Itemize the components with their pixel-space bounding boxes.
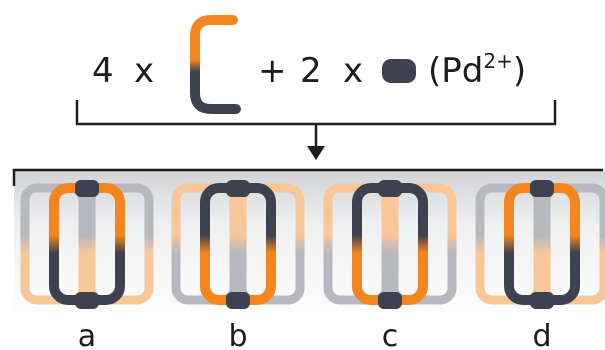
times-sign-1: x — [134, 51, 154, 91]
palladium-node-icon — [382, 59, 416, 83]
palladium-node-bottom — [530, 292, 554, 309]
palladium-node-bottom — [226, 292, 250, 309]
palladium-node-top — [226, 180, 250, 197]
metal-coefficient: 2 — [300, 51, 322, 91]
plus-sign: + — [258, 51, 287, 91]
cage-label-b: b — [228, 319, 247, 350]
equation: 4 x + 2 x (Pd2+) — [92, 15, 526, 114]
ligand-coefficient: 4 — [92, 51, 114, 91]
cage-back-ligand-right — [86, 183, 154, 305]
cage-back-ligand-left — [323, 183, 391, 305]
times-sign-2: x — [343, 51, 363, 91]
reaction-arrow-head — [307, 146, 325, 160]
cage-back-ligand-left — [475, 183, 543, 305]
cage-isomers: a b c d — [20, 180, 605, 350]
cage-label-c: c — [382, 319, 399, 350]
palladium-node-top — [378, 180, 402, 197]
palladium-node-bottom — [75, 292, 99, 309]
cage-back-ligand-right — [389, 183, 457, 305]
product-bracket — [12, 168, 603, 186]
cage-label-a: a — [78, 319, 96, 350]
cage-back-ligand-right — [237, 183, 305, 305]
palladium-node-top — [75, 180, 99, 197]
metal-symbol: (Pd — [428, 51, 483, 91]
reaction-bracket — [75, 100, 557, 150]
palladium-node-bottom — [378, 292, 402, 309]
cage-label-d: d — [532, 319, 551, 350]
metal-label: (Pd2+) — [428, 49, 526, 91]
cage-b: b — [171, 180, 305, 350]
cage-d: d — [475, 180, 605, 350]
metal-close-paren: ) — [513, 51, 526, 91]
palladium-node-top — [530, 180, 554, 197]
cage-a: a — [20, 180, 154, 350]
cage-c: c — [323, 180, 457, 350]
cage-back-ligand-left — [20, 183, 88, 305]
metal-charge: 2+ — [483, 49, 512, 73]
ligand-icon — [190, 15, 241, 114]
cage-back-ligand-right — [541, 183, 605, 305]
cage-back-ligand-left — [171, 183, 239, 305]
